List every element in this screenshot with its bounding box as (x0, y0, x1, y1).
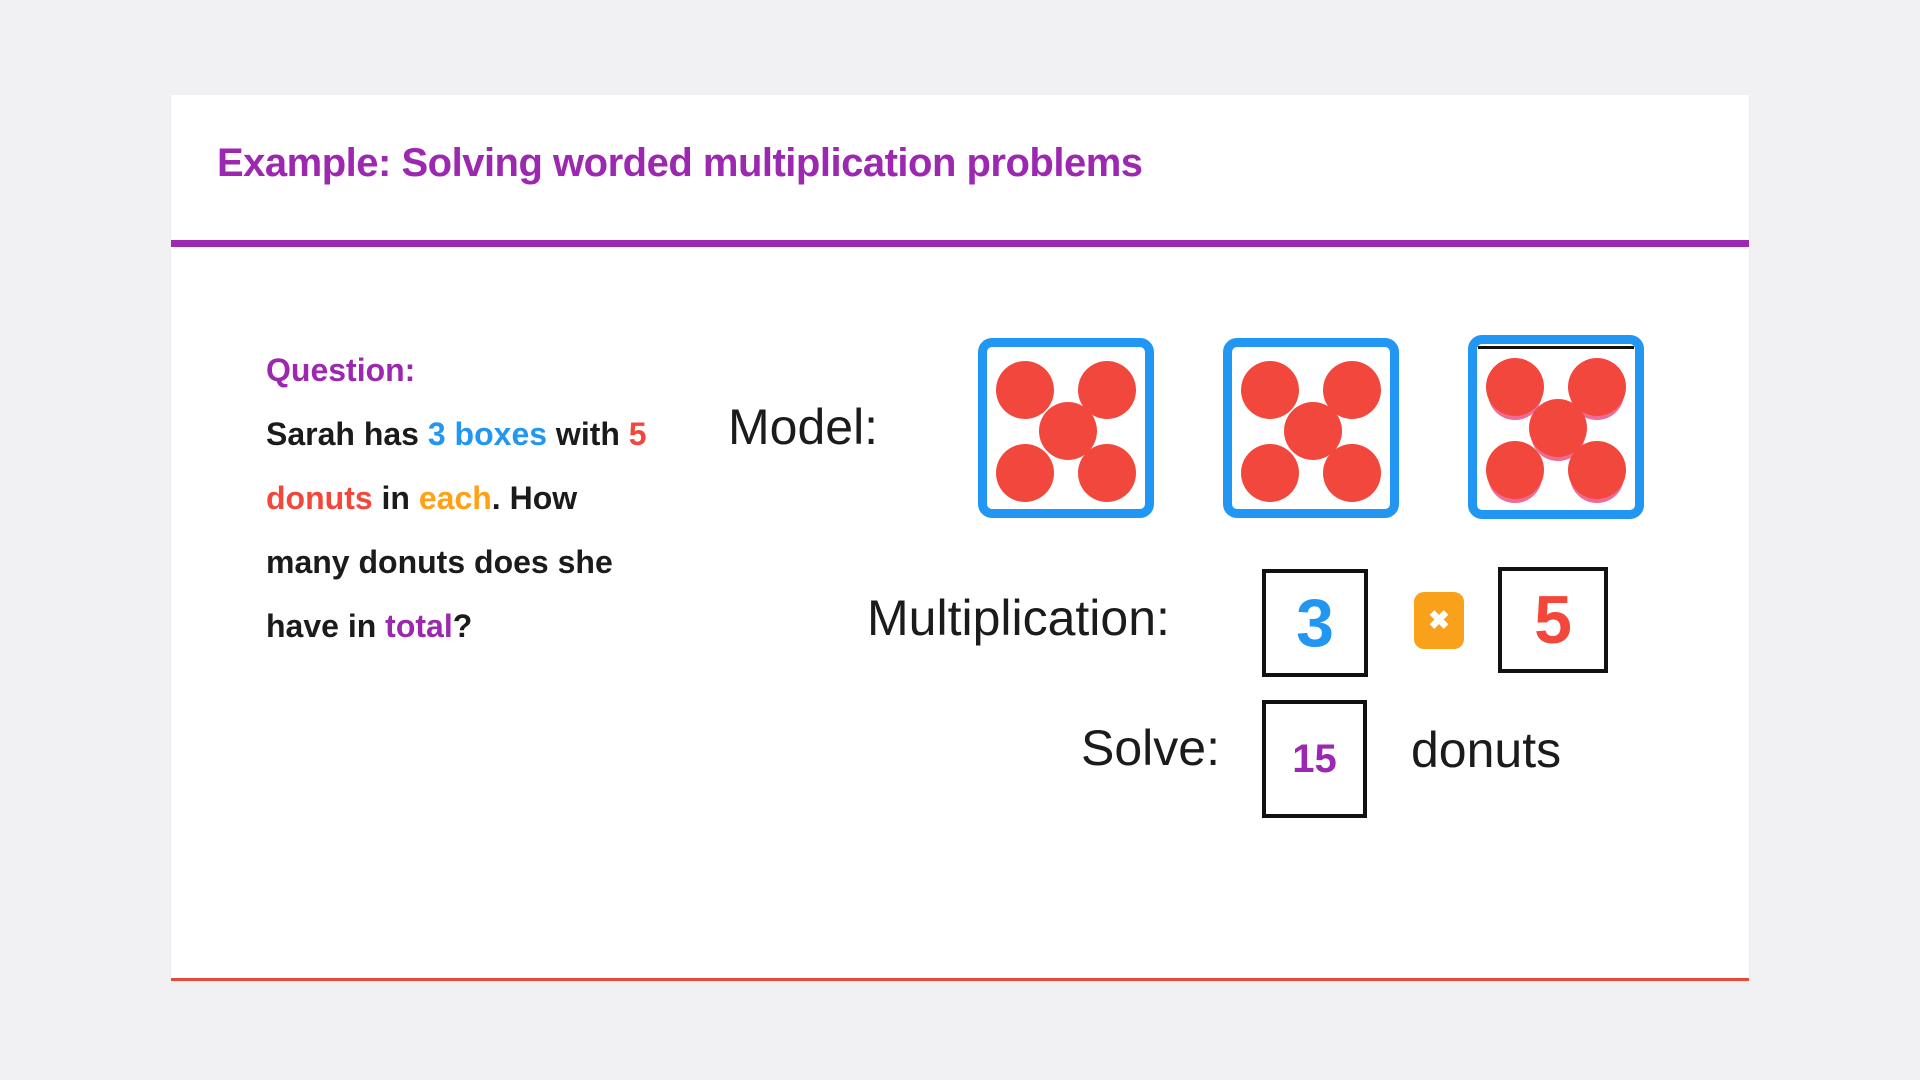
counter-dot (1486, 358, 1544, 416)
unit-label: donuts (1411, 722, 1562, 778)
counter-dot (996, 444, 1054, 502)
title-divider (171, 240, 1749, 247)
counter-dot (1241, 444, 1299, 502)
question-segment: have in (266, 608, 386, 644)
counter-dot (1241, 361, 1299, 419)
question-segment: 5 (628, 416, 647, 452)
question-line: Question: (266, 338, 706, 402)
multiply-glyph: ✖ (1428, 605, 1450, 635)
slide-card: Example: Solving worded multiplication p… (171, 95, 1749, 981)
model-box (1468, 335, 1644, 519)
question-segment: with (547, 416, 629, 452)
factor2-value: 5 (1534, 582, 1572, 658)
question-line: donuts in each. How (266, 466, 706, 530)
model-box (978, 338, 1154, 518)
question-segment: many donuts does she (266, 544, 613, 580)
question-segment: in (372, 480, 419, 516)
question-segment: each (418, 480, 492, 516)
page-title: Example: Solving worded multiplication p… (217, 141, 1143, 185)
question-segment: 3 boxes (427, 416, 548, 452)
model-box (1223, 338, 1399, 518)
factor1-box: 3 (1262, 569, 1368, 677)
multiply-icon: ✖ (1414, 592, 1464, 649)
question-segment: Sarah has (266, 416, 428, 452)
solve-label: Solve: (1081, 720, 1220, 776)
question-line: Sarah has 3 boxes with 5 (266, 402, 706, 466)
factor2-box: 5 (1498, 567, 1608, 673)
question-line: have in total? (266, 594, 706, 658)
question-segment: ? (452, 608, 473, 644)
question-segment: Question: (266, 352, 416, 388)
multiplication-label: Multiplication: (867, 590, 1170, 646)
question-segment: . How (491, 480, 578, 516)
factor1-value: 3 (1296, 585, 1334, 661)
counter-dot (1486, 441, 1544, 499)
counter-dot (996, 361, 1054, 419)
model-boxes (978, 335, 1644, 519)
model-label: Model: (728, 399, 879, 455)
counter-dot (1323, 444, 1381, 502)
counter-dot (1078, 444, 1136, 502)
question-line: many donuts does she (266, 530, 706, 594)
answer-box: 15 (1262, 700, 1367, 818)
counter-dot (1568, 441, 1626, 499)
answer-value: 15 (1292, 736, 1337, 781)
question-segment: total (385, 608, 453, 644)
question-segment: donuts (266, 480, 373, 516)
